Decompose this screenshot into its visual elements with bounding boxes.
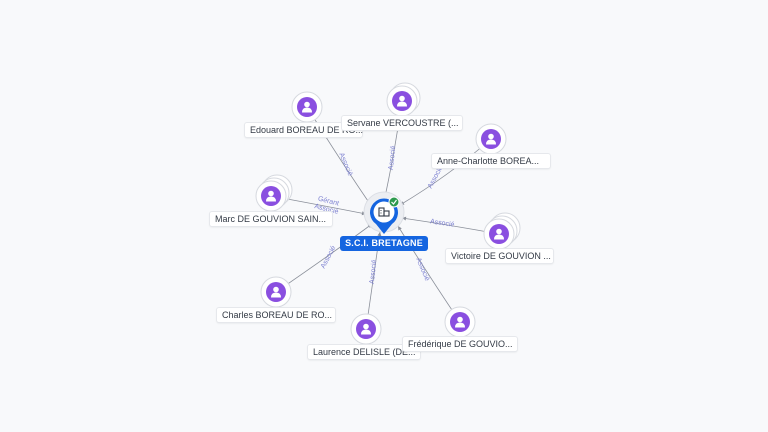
person-icon <box>486 133 496 145</box>
person-name-label[interactable]: Servane VERCOUSTRE (... <box>342 116 462 130</box>
person-icon <box>361 323 371 335</box>
company-name-label[interactable]: S.C.I. BRETAGNE <box>340 236 428 251</box>
relation-label: Gérant <box>317 196 340 208</box>
building-icon <box>378 207 390 217</box>
person-name-label[interactable]: Edouard BOREAU DE RO... <box>245 123 363 137</box>
person-icon <box>302 101 312 113</box>
person-icon <box>266 190 276 202</box>
person-node[interactable] <box>291 91 323 123</box>
person-name-label[interactable]: Charles BOREAU DE RO... <box>217 308 335 322</box>
edge-arrow-icon <box>402 216 407 221</box>
relation-label: Associé <box>388 145 398 170</box>
person-node[interactable] <box>260 276 292 308</box>
person-node[interactable] <box>386 82 421 117</box>
company-node[interactable] <box>363 191 405 234</box>
nodes-layer <box>255 82 521 345</box>
relation-label: Associé <box>320 245 338 270</box>
edge-arrow-icon <box>398 226 402 231</box>
person-name-label[interactable]: Victoire DE GOUVION ... <box>446 249 553 263</box>
person-node[interactable] <box>475 123 507 155</box>
person-icon <box>397 95 407 107</box>
person-icon <box>494 228 504 240</box>
person-name-label[interactable]: Marc DE GOUVION SAIN... <box>210 212 332 226</box>
person-node[interactable] <box>444 306 476 338</box>
person-node[interactable] <box>350 313 382 345</box>
verified-check-icon <box>388 196 400 208</box>
relation-label: Associé <box>337 152 353 177</box>
edge-arrow-icon <box>377 232 382 237</box>
relation-label: Associé <box>369 259 379 284</box>
relation-edge <box>399 138 492 206</box>
person-name-label[interactable]: Laurence DELISLE (DE... <box>308 345 420 359</box>
person-node[interactable] <box>483 212 521 250</box>
person-icon <box>455 316 465 328</box>
relation-label: Associé <box>414 257 430 282</box>
person-name-label[interactable]: Frédérique DE GOUVIO... <box>403 337 517 351</box>
relation-label: Associé <box>430 218 455 228</box>
person-node[interactable] <box>255 174 293 212</box>
person-icon <box>271 286 281 298</box>
person-name-label[interactable]: Anne-Charlotte BOREA... <box>432 154 550 168</box>
